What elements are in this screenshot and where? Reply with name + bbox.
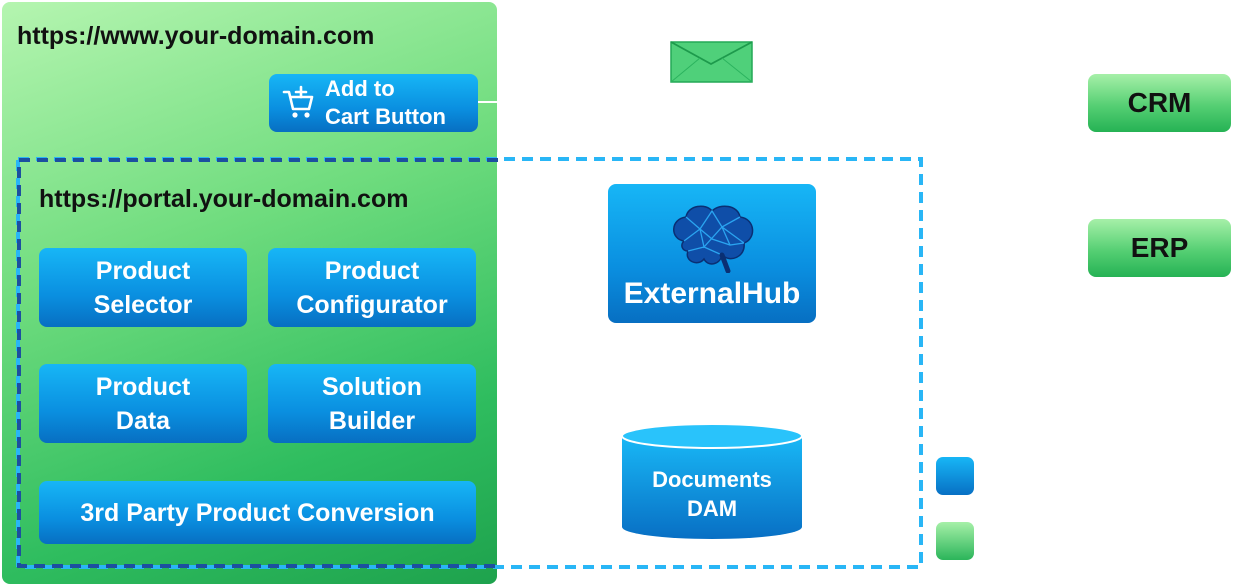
externalhub-label: ExternalHub: [623, 276, 801, 310]
add-to-cart-label: Add to Cart Button: [325, 76, 446, 129]
add-to-cart-button[interactable]: Add to Cart Button: [269, 74, 478, 132]
crm-box[interactable]: CRM: [1088, 74, 1231, 132]
third-party-conversion-button[interactable]: 3rd Party Product Conversion: [39, 481, 476, 544]
externalhub-box[interactable]: ExternalHub: [608, 184, 816, 323]
erp-box[interactable]: ERP: [1088, 219, 1231, 277]
product-selector-button[interactable]: Product Selector: [39, 248, 247, 327]
cart-plus-icon: [282, 85, 314, 118]
legend-blue-square: [936, 457, 974, 495]
website-url: https://www.your-domain.com: [17, 22, 375, 50]
legend-green-square: [936, 522, 974, 560]
portal-inner-frame: [17, 158, 498, 568]
brain-icon: [673, 204, 754, 273]
documents-dam-label: Documents DAM: [652, 467, 772, 521]
product-data-button[interactable]: Product Data: [39, 364, 247, 443]
envelope-icon: [670, 41, 753, 83]
product-configurator-button[interactable]: Product Configurator: [268, 248, 476, 327]
solution-builder-button[interactable]: Solution Builder: [268, 364, 476, 443]
portal-url: https://portal.your-domain.com: [39, 185, 409, 213]
documents-dam-cylinder: [621, 423, 803, 539]
